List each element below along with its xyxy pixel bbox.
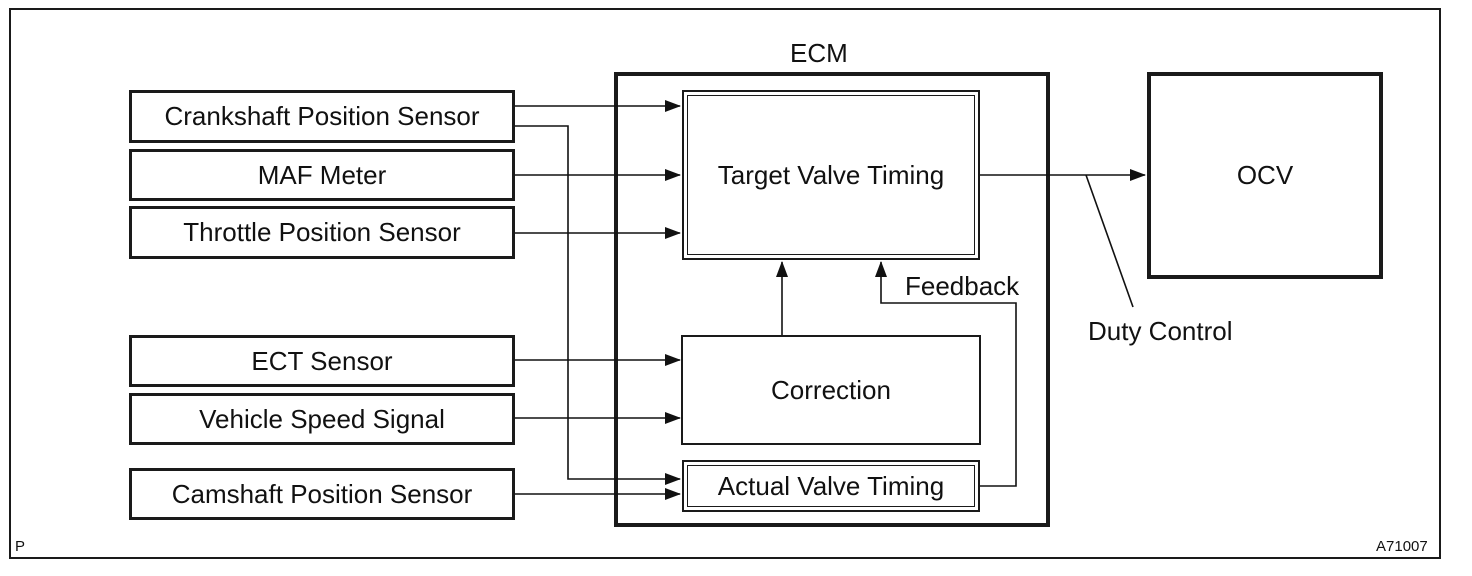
input-label: Throttle Position Sensor [183,217,461,247]
input-crankshaft-position-sensor: Crankshaft Position Sensor [129,90,515,143]
ecm-title: ECM [790,38,848,68]
block-label: Target Valve Timing [717,159,945,190]
wire-feedback-loop [875,261,1017,487]
block-actual-valve-timing: Actual Valve Timing [682,460,980,512]
input-throttle-position-sensor: Throttle Position Sensor [129,206,515,259]
input-label: ECT Sensor [251,345,393,376]
input-vehicle-speed-signal: Vehicle Speed Signal [129,393,515,445]
input-maf-meter: MAF Meter [129,149,515,201]
output-label: OCV [1236,160,1294,190]
corner-code-left: P [15,538,26,555]
input-camshaft-position-sensor: Camshaft Position Sensor [129,468,515,520]
input-ect-sensor: ECT Sensor [129,335,515,387]
duty-control-label: Duty Control [1088,316,1233,346]
duty-control-leader [1085,174,1134,308]
output-ocv: OCV [1147,72,1383,279]
block-label: Correction [771,374,891,405]
input-label: Crankshaft Position Sensor [164,101,480,131]
figure-id: A71007 [1376,538,1428,555]
block-correction: Correction [681,335,981,445]
input-label: MAF Meter [257,159,387,190]
diagram-frame [9,8,1441,559]
input-label: Camshaft Position Sensor [171,478,473,509]
block-target-valve-timing: Target Valve Timing [682,90,980,260]
wire-crankshaft-to-actual [515,125,681,485]
input-label: Vehicle Speed Signal [199,403,445,434]
block-label: Actual Valve Timing [717,470,945,501]
feedback-label: Feedback [905,271,1020,301]
